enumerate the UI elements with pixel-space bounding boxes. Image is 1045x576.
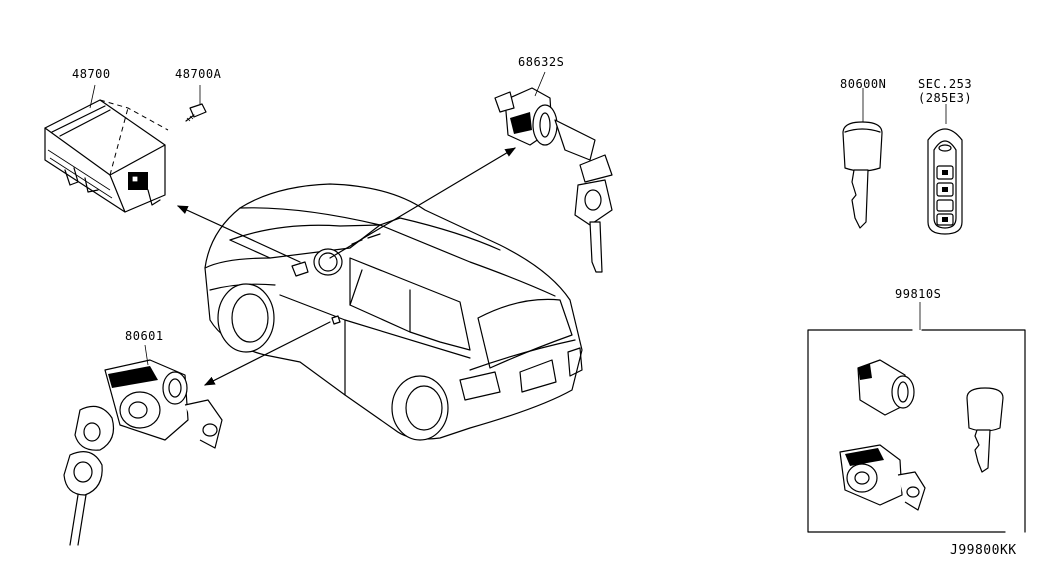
- arrow-to-door-lock: [204, 321, 331, 386]
- diagram-id: J99800KK: [950, 543, 1017, 558]
- label-48700: 48700: [72, 67, 111, 81]
- label-48700A: 48700A: [175, 67, 222, 81]
- screw-drawing: [185, 103, 207, 122]
- leader-48700: [89, 84, 96, 109]
- remote-drawing: [927, 128, 963, 235]
- ignition-cylinder-drawing: [494, 87, 613, 273]
- lockset-key-drawing: [966, 387, 1004, 473]
- label-68632S: 68632S: [518, 55, 565, 69]
- door-lock-cylinder-drawing: [63, 359, 223, 546]
- label-285E3: (285E3): [918, 91, 973, 105]
- control-module-drawing: [44, 99, 169, 213]
- arrow-to-module: [177, 205, 301, 263]
- label-80600N: 80600N: [840, 77, 887, 91]
- lockset-box-right: [921, 329, 1026, 533]
- leader-80601: [144, 344, 149, 366]
- label-80601: 80601: [125, 329, 164, 343]
- blank-key-drawing: [842, 121, 883, 229]
- lockset-box-left: [807, 329, 1006, 533]
- arrow-to-ignition: [329, 147, 516, 259]
- lockset-door-cylinder-drawing: [839, 444, 926, 511]
- leader-68632S: [534, 71, 546, 97]
- label-sec253: SEC.253: [918, 77, 973, 91]
- lockset-cylinder-drawing: [857, 359, 915, 416]
- label-99810S: 99810S: [895, 287, 942, 301]
- vehicle-drawing: [204, 183, 583, 441]
